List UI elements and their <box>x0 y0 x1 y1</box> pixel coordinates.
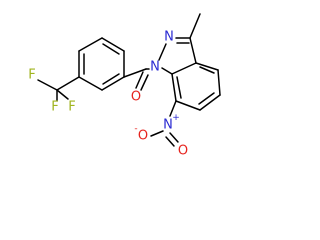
bond-ring-b-2 <box>217 69 221 96</box>
bond-ring-a-3 <box>101 76 125 91</box>
bond-ring-b-inner-1 <box>199 66 215 74</box>
bond-ring-a-inner-1 <box>102 43 120 55</box>
atom-f3: F <box>68 100 75 115</box>
bond-nitro-o-a <box>150 130 164 137</box>
bond-c-f1 <box>37 79 58 91</box>
nitro-positive-charge: + <box>172 113 180 123</box>
bond-methyl <box>189 13 201 39</box>
bond-ring-b-inner-2 <box>198 92 215 105</box>
bond-cf3-ring <box>56 76 80 91</box>
bond-carbonyl-o-1 <box>135 71 144 89</box>
bond-ring-a-6 <box>78 37 103 52</box>
bond-ring-b-3 <box>199 94 221 111</box>
nitro-oxygen-negative-charge: - <box>134 124 137 134</box>
atom-n2: N <box>164 30 174 45</box>
atom-f2: F <box>51 100 58 115</box>
bond-ring-nitro <box>169 100 177 117</box>
atom-n1: N <box>150 60 160 75</box>
bond-c3a-c7a <box>171 62 197 75</box>
atom-f1: F <box>28 68 35 83</box>
bond-ring-a-4 <box>78 76 103 91</box>
bond-ring-b-inner-3 <box>176 76 182 99</box>
atom-nitro-oxygen-a: O <box>138 129 148 144</box>
bond-nitro-o-b-2 <box>165 136 175 147</box>
bond-c7a-n1 <box>161 67 173 75</box>
bond-ring-a-1 <box>101 37 125 52</box>
bond-ring-b-5 <box>171 73 177 102</box>
bond-nitro-o-b-1 <box>169 132 179 143</box>
bonds <box>37 13 221 147</box>
atom-carbonyl-oxygen: O <box>131 90 141 105</box>
atom-nitro-oxygen-b: O <box>178 144 188 159</box>
molecule-structure-diagram: F F F O N N N + O - O <box>28 13 221 159</box>
bond-c3-c3a <box>189 37 197 64</box>
bond-c-f3 <box>56 89 69 100</box>
atom-labels: F F F O N N N + O - O <box>28 30 188 159</box>
bond-ring-b-4 <box>175 100 201 111</box>
bond-ring-carbonyl <box>123 68 147 78</box>
atom-nitro-nitrogen: N <box>163 118 173 133</box>
bond-ring-b-1 <box>195 62 219 71</box>
bond-carbonyl-o-2 <box>140 74 149 91</box>
bond-ring-a-inner-2 <box>102 73 120 85</box>
bond-n1-n2 <box>158 43 167 61</box>
